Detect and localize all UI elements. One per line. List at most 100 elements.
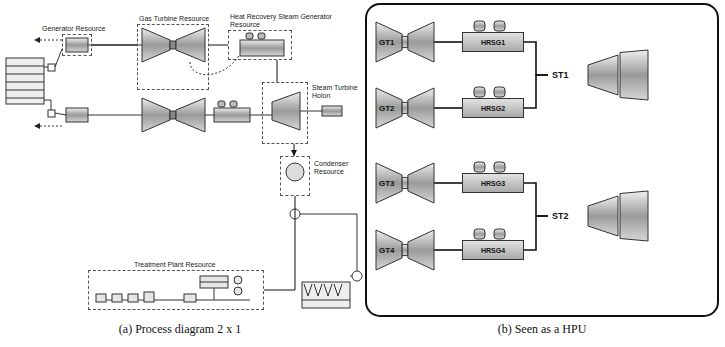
control-rack-part	[55, 49, 62, 67]
train-two-part	[142, 98, 170, 132]
treatment-plant	[96, 276, 250, 302]
treatment-plant-part	[234, 276, 242, 284]
resource-box: Heat Recovery Steam Generator Resource	[228, 30, 292, 60]
turbine-stage	[408, 163, 434, 203]
hrsg-drums-part	[474, 21, 485, 31]
control-rack-part	[6, 98, 44, 99]
control-rack-part	[55, 113, 66, 115]
unit-link	[434, 107, 462, 109]
turbine-stage	[376, 22, 402, 62]
hrsg-drums-part	[494, 162, 505, 172]
process-line	[277, 60, 278, 82]
control-rack-part	[6, 66, 44, 67]
gas-turbine: GT1	[376, 22, 434, 62]
turbine-stage	[402, 36, 408, 47]
resource-label: Treatment Plant Resource	[133, 261, 216, 269]
turbine-stage	[408, 230, 434, 270]
unit-link	[434, 249, 462, 251]
hrsg-drums	[474, 21, 505, 239]
process-line	[264, 196, 295, 290]
hrsg-drums-part	[474, 162, 485, 172]
treatment-plant-part	[128, 294, 138, 302]
turbine-stage	[376, 88, 402, 128]
hpu-panel	[366, 4, 718, 316]
train-two-part	[250, 115, 272, 116]
turbine-stage	[402, 177, 408, 188]
resource-label: Heat Recovery Steam Generator Resource	[229, 13, 363, 29]
steam-turbine-part	[322, 106, 342, 116]
resource-box: Condenser Resource	[280, 156, 310, 196]
control-rack-part	[6, 82, 44, 83]
unit-label: ST1	[548, 70, 569, 80]
train-one	[66, 28, 284, 75]
train-one-part	[240, 40, 284, 56]
process-line	[209, 45, 228, 46]
train-one-part	[176, 28, 205, 62]
resource-label: Steam Turbine Holon	[311, 84, 361, 100]
train-one-part	[258, 33, 265, 39]
hrsg-drums-part	[494, 229, 505, 239]
turbine-stage	[376, 230, 402, 270]
treatment-plant-part	[112, 294, 122, 302]
hrsg-drums-part	[474, 229, 485, 239]
train-one-part	[66, 38, 88, 52]
resource-box: Treatment Plant Resource	[88, 270, 264, 310]
unit-link	[524, 183, 548, 216]
turbine-stage	[408, 22, 434, 62]
cooling-basin-part	[352, 271, 362, 281]
unit-label: GT3	[376, 179, 395, 188]
train-two-part	[170, 111, 176, 119]
unit-link	[524, 216, 548, 250]
train-two-part	[205, 115, 214, 116]
train-one-part	[142, 28, 170, 62]
unit-label: HRSG3	[478, 180, 508, 187]
process-line	[294, 144, 295, 156]
unit-link	[524, 75, 548, 108]
turbine-stage	[588, 196, 618, 236]
cooling-basin-part	[334, 284, 342, 296]
cooling-basin-part	[304, 284, 312, 296]
condenser-part	[286, 163, 304, 181]
hrsg-box: HRSG4	[462, 240, 524, 260]
gas-turbine: GT3	[376, 163, 434, 203]
cooling-basin	[300, 214, 362, 308]
treatment-plant-part	[144, 292, 154, 302]
unit-link	[434, 182, 462, 184]
train-two-part	[230, 101, 237, 107]
control-rack-part	[44, 100, 51, 110]
train-two-part	[218, 101, 225, 107]
export-arrows	[34, 40, 62, 126]
train-one-part	[170, 41, 176, 49]
hpu-panel-part	[366, 4, 718, 316]
process-line	[92, 45, 137, 46]
resource-label: Condenser Resource	[313, 160, 363, 176]
turbine-stage	[620, 191, 648, 241]
turbine-stage	[408, 88, 434, 128]
resource-label: Gas Turbine Resource	[138, 15, 210, 23]
export-arrows-part	[34, 126, 62, 127]
control-rack-part	[6, 74, 44, 75]
train-one-part	[88, 45, 142, 46]
train-two	[66, 98, 272, 132]
steam-turbine-part	[272, 92, 300, 130]
resource-box: Generator Resource	[62, 34, 92, 56]
cooling-basin-part	[302, 300, 350, 301]
sub-caption: (a) Process diagram 2 x 1	[30, 322, 330, 337]
train-one-part	[246, 33, 253, 39]
train-one-part	[190, 54, 240, 75]
resource-box: Steam Turbine Holon	[262, 82, 308, 144]
unit-link	[434, 41, 462, 43]
train-two-part	[88, 115, 142, 116]
unit-label: HRSG1	[478, 39, 508, 46]
control-rack-part	[6, 90, 44, 91]
turbine-stage	[588, 55, 618, 95]
export-arrows-part	[34, 40, 62, 41]
turbine-stage	[402, 244, 408, 255]
treatment-plant-part	[200, 282, 228, 283]
resource-label: Generator Resource	[41, 25, 106, 33]
train-two-part	[66, 108, 88, 122]
unit-label: HRSG4	[478, 247, 508, 254]
sub-caption: (b) Seen as a HPU	[432, 322, 652, 337]
unit-label: ST2	[548, 211, 569, 221]
gas-turbine: GT2	[376, 88, 434, 128]
